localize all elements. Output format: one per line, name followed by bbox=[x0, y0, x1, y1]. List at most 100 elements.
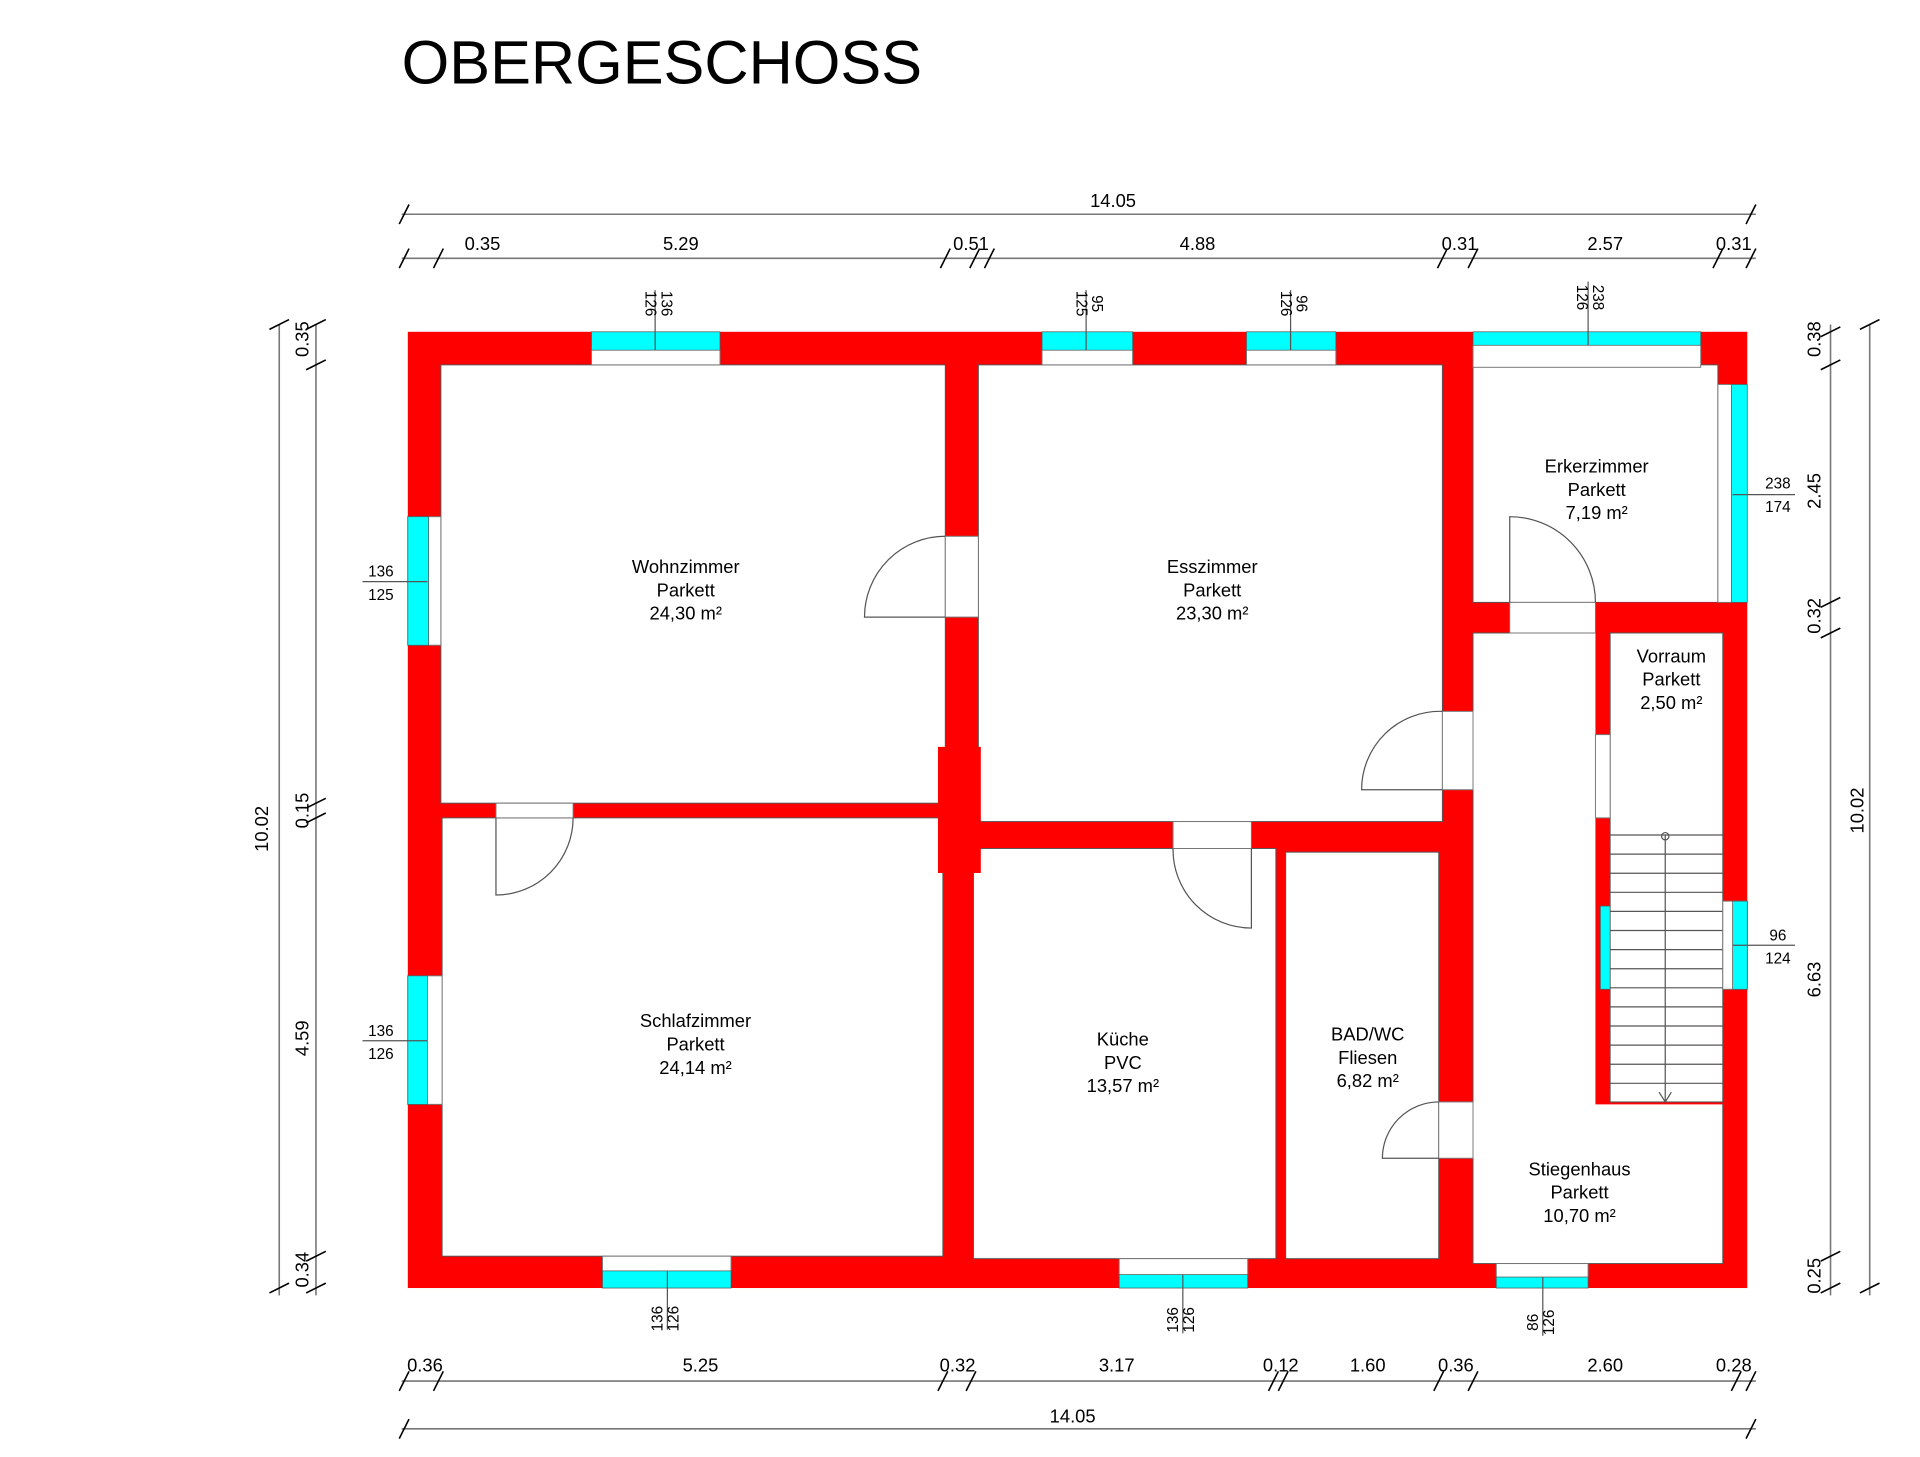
door-opening bbox=[1509, 601, 1596, 634]
window-label-width: 136 bbox=[649, 1306, 666, 1332]
dimension-tick bbox=[969, 248, 981, 269]
room-wohnzimmer bbox=[440, 364, 946, 804]
dim-bottom-seg: 2.60 bbox=[1587, 1354, 1623, 1375]
dimension-tick bbox=[1745, 1418, 1757, 1439]
dimension-lines bbox=[269, 204, 1880, 1439]
door-schlafzimmer bbox=[495, 817, 574, 896]
dimension-tick bbox=[305, 812, 327, 824]
doors bbox=[495, 516, 1611, 1159]
dimension-tick bbox=[1820, 627, 1841, 639]
dimension-tick bbox=[1820, 596, 1841, 608]
stair-start-marker bbox=[1660, 831, 1670, 841]
dim-right-seg: 6.63 bbox=[1804, 962, 1825, 998]
window-label-width: 96 bbox=[1293, 295, 1310, 312]
dim-top-total: 14.05 bbox=[1090, 190, 1136, 211]
dimension-tick bbox=[1745, 248, 1757, 269]
window-sill bbox=[1118, 1258, 1249, 1277]
dim-right-seg: 0.25 bbox=[1804, 1258, 1825, 1294]
window-label-width: 136 bbox=[1165, 1307, 1182, 1333]
dimension-tick bbox=[1745, 204, 1757, 225]
dim-bottom-total: 14.05 bbox=[1050, 1406, 1096, 1427]
door-erkerzimmer bbox=[1509, 516, 1597, 603]
door-opening bbox=[1438, 1101, 1474, 1159]
dimension-tick bbox=[1467, 248, 1479, 269]
dimension-tick bbox=[1820, 1282, 1841, 1294]
dim-left-seg: 4.59 bbox=[292, 1020, 313, 1056]
window-left-2 bbox=[407, 975, 428, 1105]
dim-bottom-seg: 5.25 bbox=[683, 1354, 719, 1375]
room-erkerzimmer bbox=[1472, 364, 1719, 603]
dim-bottom-seg: 3.17 bbox=[1099, 1354, 1135, 1375]
dimension-tick bbox=[305, 359, 327, 371]
window-erker-side bbox=[1730, 384, 1748, 603]
door-kueche bbox=[1172, 848, 1253, 929]
window-label-width: 136 bbox=[368, 564, 394, 581]
dim-right-seg: 2.45 bbox=[1804, 473, 1825, 509]
dim-top-seg: 0.31 bbox=[1442, 233, 1478, 254]
dimension-tick bbox=[1277, 1370, 1289, 1392]
dimension-tick bbox=[937, 1370, 949, 1392]
dim-right-total: 10.02 bbox=[1847, 788, 1868, 834]
dimension-tick bbox=[398, 1370, 410, 1392]
window-erker-top bbox=[1472, 331, 1702, 346]
room-bad bbox=[1285, 851, 1440, 1260]
dimension-tick bbox=[398, 204, 410, 225]
dim-bottom-seg: 1.60 bbox=[1350, 1354, 1386, 1375]
window-vorraum bbox=[1599, 905, 1611, 990]
dim-left-seg: 0.15 bbox=[292, 793, 313, 829]
dimension-tick bbox=[1820, 1250, 1841, 1262]
dim-top-seg: 4.88 bbox=[1180, 233, 1216, 254]
dimension-tick bbox=[1267, 1370, 1280, 1392]
dim-bottom-seg: 0.12 bbox=[1263, 1354, 1299, 1375]
window-label-height: 126 bbox=[665, 1306, 682, 1332]
dimension-tick bbox=[432, 248, 445, 269]
window-label-width: 96 bbox=[1769, 927, 1786, 944]
dimension-tick bbox=[983, 248, 995, 269]
dimension-tick bbox=[432, 1370, 445, 1392]
door-opening bbox=[1172, 821, 1252, 849]
dim-left-total: 10.02 bbox=[251, 806, 272, 852]
window-label-width: 95 bbox=[1088, 295, 1105, 312]
dim-bottom-seg: 0.32 bbox=[940, 1354, 976, 1375]
dimension-tick bbox=[1820, 359, 1841, 371]
window-label-height: 126 bbox=[641, 291, 658, 317]
room-interiors bbox=[440, 364, 1724, 1265]
dim-left-seg: 0.34 bbox=[292, 1252, 313, 1288]
window-label-height: 126 bbox=[368, 1046, 394, 1063]
dimension-tick bbox=[1859, 1282, 1880, 1294]
door-opening bbox=[1441, 710, 1474, 791]
dimension-tick bbox=[305, 1250, 327, 1262]
dimension-tick bbox=[1820, 326, 1841, 338]
dim-right-seg: 0.38 bbox=[1804, 321, 1825, 357]
window-label-height: 126 bbox=[1181, 1307, 1198, 1333]
dim-top-seg: 0.31 bbox=[1716, 233, 1752, 254]
dimension-tick bbox=[965, 1370, 977, 1392]
door-bad bbox=[1381, 1101, 1439, 1159]
window-sill bbox=[1717, 383, 1734, 603]
dimension-tick bbox=[305, 1282, 327, 1294]
dim-top-seg: 2.57 bbox=[1587, 233, 1623, 254]
plan-title: OBERGESCHOSS bbox=[402, 28, 922, 96]
dimension-tick bbox=[1467, 1370, 1479, 1392]
door-wohnzimmer bbox=[863, 535, 946, 618]
room-schlafzimmer bbox=[441, 817, 944, 1257]
pier-overlay bbox=[937, 746, 981, 873]
room-esszimmer bbox=[977, 364, 1443, 823]
dim-top-seg: 0.35 bbox=[465, 233, 501, 254]
window-label-width: 86 bbox=[1525, 1314, 1542, 1331]
door-opening bbox=[1594, 734, 1611, 819]
window-label-height: 125 bbox=[368, 587, 394, 604]
dimension-tick bbox=[1436, 248, 1449, 269]
window-label-width: 238 bbox=[1765, 476, 1791, 493]
dimension-tick bbox=[398, 1418, 410, 1439]
dim-bottom-seg: 0.28 bbox=[1716, 1354, 1752, 1375]
dimension-labels: 14.05 0.35 5.29 0.51 4.88 0.31 2.57 0.31… bbox=[251, 190, 1867, 1427]
window-top-2 bbox=[1041, 331, 1134, 351]
